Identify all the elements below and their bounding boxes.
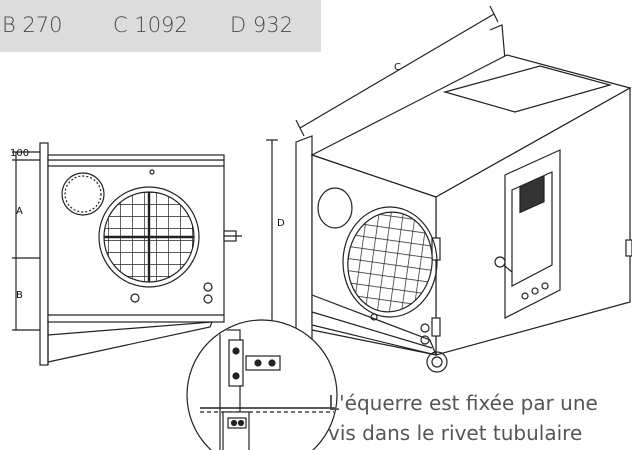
dimension-d: D 932 xyxy=(230,13,293,37)
side-view xyxy=(12,142,242,366)
label-c: C xyxy=(394,62,401,73)
detail-magnifier xyxy=(186,319,338,450)
caption-line-1: L'équerre est fixée par une xyxy=(328,391,598,415)
label-a: A xyxy=(16,206,23,217)
label-d: D xyxy=(277,218,285,229)
dimension-bar: B 270 C 1092 D 932 xyxy=(0,0,321,52)
caption: L'équerre est fixée par une vis dans le … xyxy=(328,388,628,448)
caption-line-2: vis dans le rivet tubulaire xyxy=(328,421,583,445)
label-100: 100 xyxy=(10,148,29,159)
dimension-b: B 270 xyxy=(2,13,63,37)
label-b: B xyxy=(16,290,23,301)
dimension-c: C 1092 xyxy=(113,13,188,37)
isometric-view xyxy=(266,5,632,373)
